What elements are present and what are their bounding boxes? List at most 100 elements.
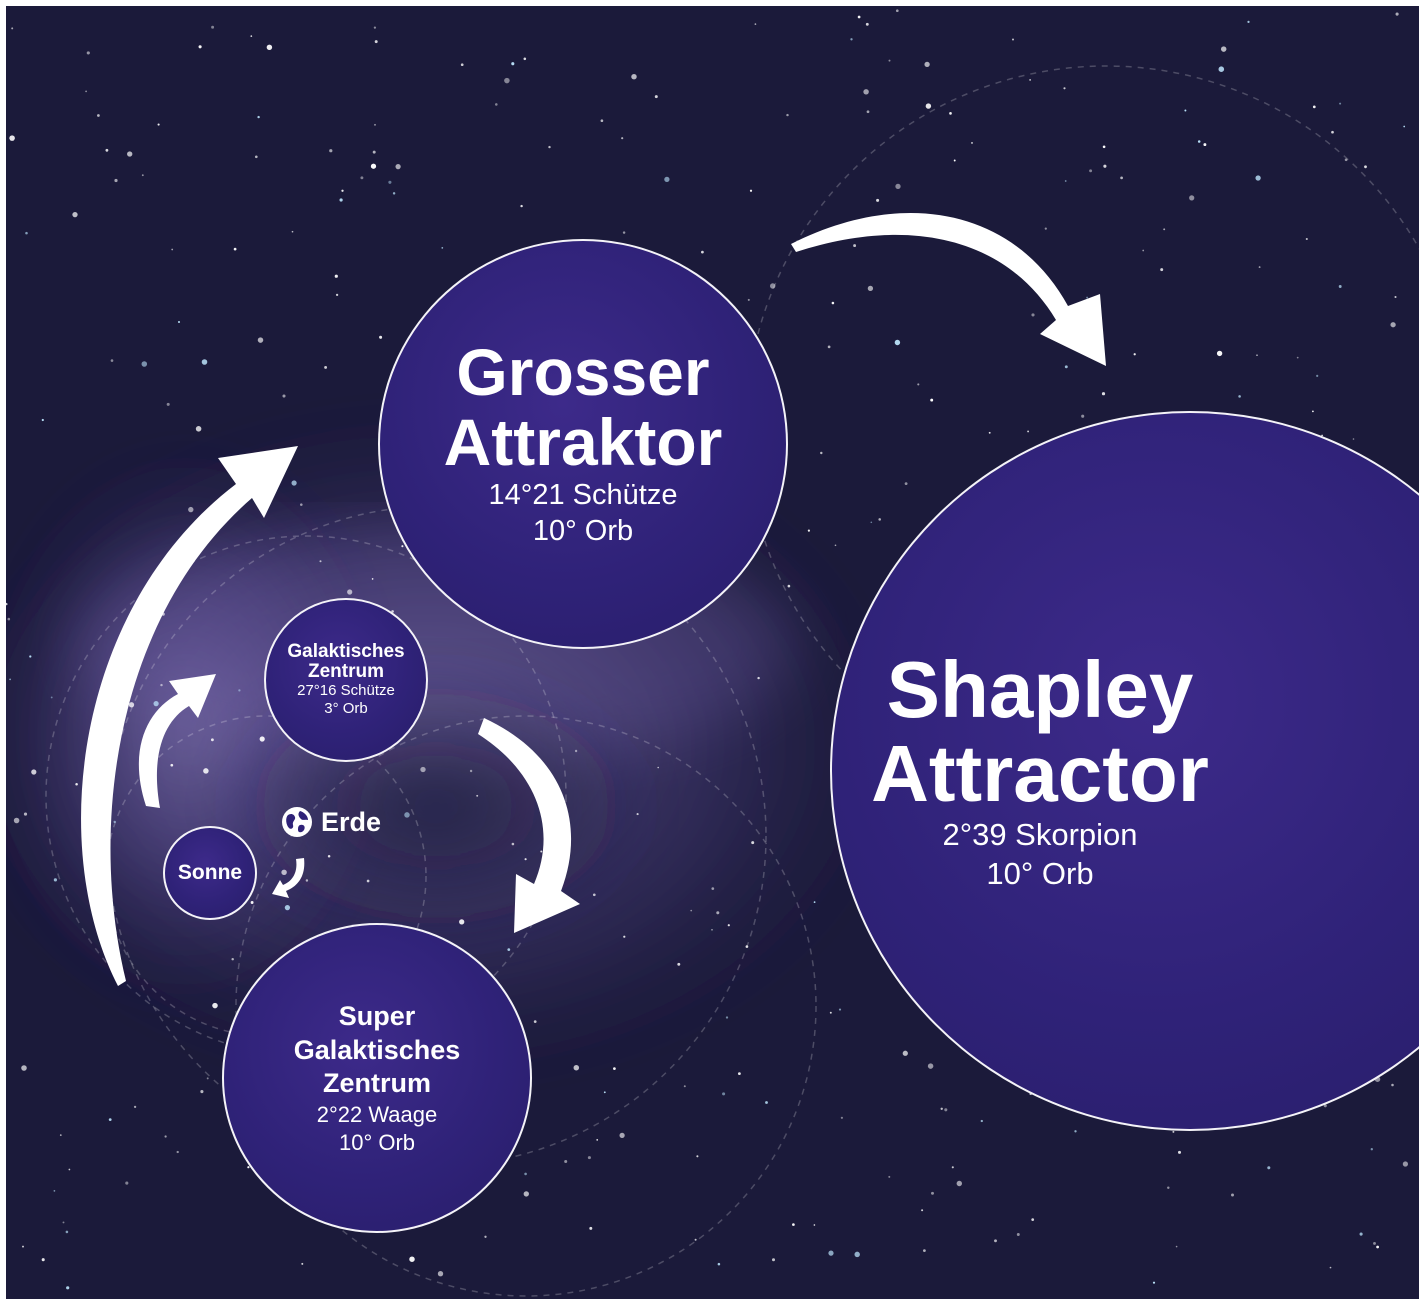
- star: [319, 560, 322, 563]
- star: [495, 103, 498, 106]
- star: [1238, 395, 1241, 398]
- star: [409, 1256, 415, 1262]
- shapley-attractor-title: Shapley Attractor: [871, 645, 1209, 819]
- star: [622, 231, 626, 234]
- star: [876, 198, 880, 202]
- star: [904, 482, 908, 486]
- star: [198, 45, 202, 49]
- star: [1216, 350, 1223, 357]
- star: [589, 1226, 593, 1230]
- star: [170, 763, 174, 767]
- star: [1063, 87, 1066, 90]
- star: [329, 149, 333, 153]
- star: [725, 1016, 729, 1019]
- star: [160, 683, 163, 687]
- star: [838, 1008, 842, 1011]
- star: [631, 73, 637, 80]
- star: [787, 584, 791, 588]
- star: [573, 1064, 580, 1071]
- star: [366, 879, 370, 883]
- star: [994, 1239, 997, 1243]
- star: [1011, 38, 1015, 41]
- star: [29, 655, 32, 658]
- grosser-attraktor-position: 14°21 Schütze: [488, 479, 678, 512]
- star: [437, 1271, 444, 1277]
- star: [157, 123, 160, 126]
- star: [86, 51, 90, 55]
- star: [374, 40, 378, 44]
- star: [25, 231, 28, 235]
- galaktisches-zentrum-orb: 3° Orb: [324, 699, 368, 717]
- star: [301, 1262, 304, 1265]
- star: [863, 89, 869, 95]
- star: [1256, 354, 1258, 357]
- star: [97, 114, 100, 117]
- star: [1102, 145, 1106, 149]
- star: [956, 1180, 963, 1187]
- star: [41, 418, 44, 422]
- star: [153, 700, 159, 707]
- star: [231, 957, 234, 961]
- star: [53, 1190, 56, 1192]
- grosser-attraktor-title: Grosser Attraktor: [443, 335, 723, 479]
- star: [786, 113, 789, 117]
- star: [1163, 228, 1166, 231]
- star: [603, 1091, 606, 1094]
- star: [176, 1150, 179, 1154]
- star: [1394, 295, 1397, 299]
- star: [1395, 12, 1399, 16]
- star: [940, 1107, 943, 1111]
- star: [1352, 438, 1355, 440]
- star: [280, 454, 287, 461]
- star: [1329, 1266, 1332, 1269]
- star: [177, 320, 181, 324]
- star: [324, 365, 328, 369]
- star: [878, 518, 881, 521]
- star: [737, 1072, 741, 1076]
- star: [210, 738, 214, 742]
- star: [749, 189, 753, 192]
- star: [520, 204, 523, 208]
- star: [850, 38, 853, 41]
- star: [792, 1223, 795, 1226]
- star: [1172, 1130, 1175, 1133]
- star: [114, 178, 118, 183]
- sonne-node: Sonne: [163, 826, 257, 920]
- shapley-attractor-position: 2°39 Skorpion: [942, 817, 1138, 853]
- star: [1370, 1148, 1373, 1151]
- star: [523, 1191, 529, 1197]
- star: [238, 689, 241, 692]
- star: [944, 1108, 948, 1112]
- star: [1338, 285, 1342, 288]
- star: [50, 696, 53, 699]
- star: [1027, 430, 1030, 433]
- star: [888, 59, 891, 62]
- grosser-attraktor-orb: 10° Orb: [532, 515, 634, 548]
- star: [401, 545, 404, 548]
- star: [1064, 180, 1067, 182]
- star: [171, 248, 174, 251]
- erde-label-group: Erde: [281, 806, 381, 838]
- super-galaktisches-zentrum-orb: 10° Orb: [338, 1129, 416, 1155]
- star: [1016, 1233, 1020, 1236]
- star: [930, 398, 934, 402]
- star: [59, 1134, 62, 1136]
- star: [13, 817, 20, 824]
- star: [696, 1155, 699, 1158]
- star: [90, 839, 94, 843]
- star: [128, 702, 135, 708]
- star: [1364, 165, 1367, 169]
- star: [1133, 353, 1136, 356]
- star: [694, 1238, 697, 1241]
- star: [917, 383, 920, 386]
- star: [335, 293, 339, 297]
- star: [233, 247, 237, 251]
- star: [1031, 313, 1035, 317]
- galaktisches-zentrum-title: Galaktisches Zentrum: [287, 641, 405, 682]
- star: [613, 1067, 616, 1070]
- star: [888, 1175, 891, 1178]
- star: [372, 150, 376, 154]
- star: [949, 112, 952, 115]
- star: [902, 1050, 908, 1056]
- star: [727, 924, 730, 927]
